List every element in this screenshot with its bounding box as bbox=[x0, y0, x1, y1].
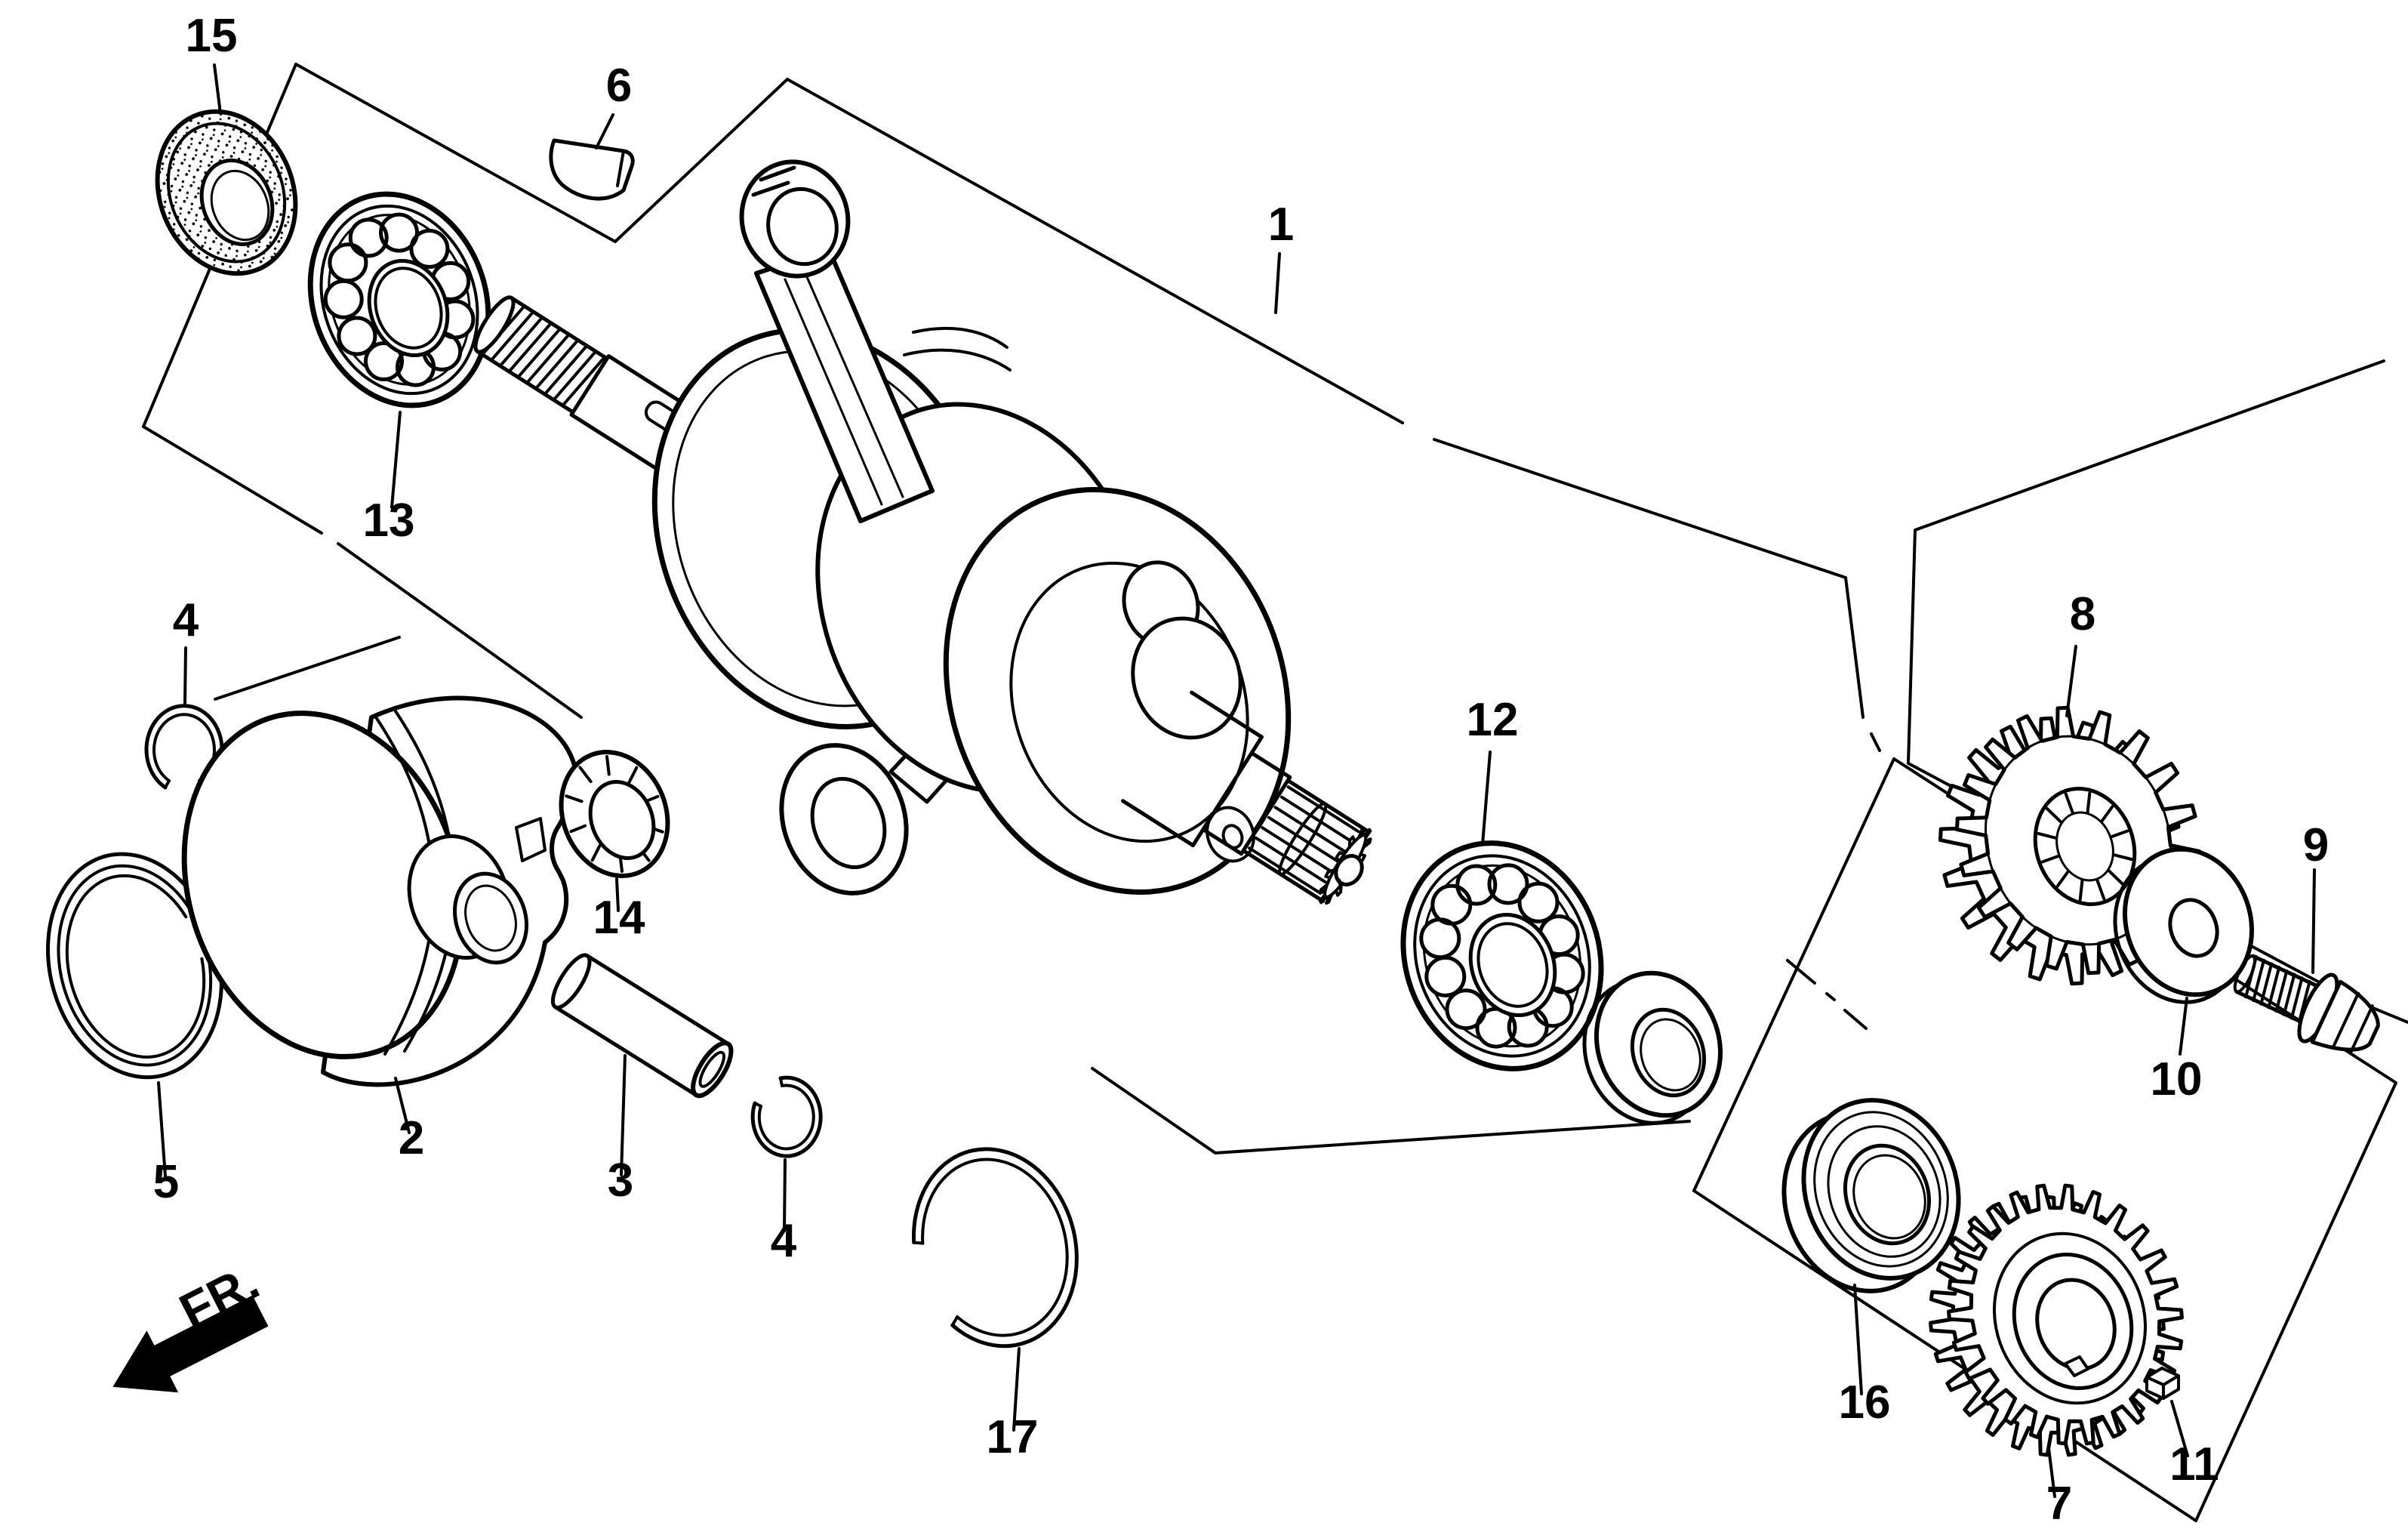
part-label-3: 3 bbox=[608, 1154, 633, 1207]
part-1-crankshaft-assembly bbox=[473, 159, 1372, 905]
part-label-13: 13 bbox=[363, 495, 415, 547]
part-label-2: 2 bbox=[399, 1112, 424, 1164]
part-6-woodruff-key bbox=[549, 138, 635, 201]
part-label-7: 7 bbox=[2046, 1478, 2072, 1529]
flywheel-right bbox=[943, 487, 1292, 895]
part-label-15: 15 bbox=[186, 10, 238, 62]
part-label-14: 14 bbox=[593, 892, 645, 944]
part-label-1: 1 bbox=[1268, 199, 1294, 251]
part-11-key bbox=[2145, 1367, 2180, 1400]
connecting-rod bbox=[739, 159, 935, 523]
part-9-flange-bolt bbox=[2233, 954, 2380, 1053]
group-box-crankshaft-right bbox=[1844, 576, 1881, 752]
part-16-collar bbox=[1781, 1098, 1961, 1293]
part-label-5: 5 bbox=[153, 1156, 179, 1208]
fr-arrow-icon bbox=[112, 1295, 269, 1393]
part-label-11: 11 bbox=[2169, 1438, 2219, 1490]
part-14-needle-bearing bbox=[559, 750, 670, 878]
part-label-4-upper: 4 bbox=[173, 594, 199, 646]
part-label-16: 16 bbox=[1839, 1376, 1891, 1429]
part-12-ball-bearing bbox=[1400, 840, 1604, 1071]
part-2-piston bbox=[181, 695, 579, 1087]
part-label-17: 17 bbox=[987, 1411, 1039, 1463]
part-4-circlip-lower bbox=[750, 1075, 823, 1158]
part-label-12: 12 bbox=[1467, 694, 1519, 746]
part-label-10: 10 bbox=[2151, 1053, 2203, 1105]
left-shaft-threads bbox=[482, 305, 605, 406]
spacer-ring bbox=[1582, 970, 1723, 1125]
right-shaft-spline-teeth bbox=[1248, 785, 1360, 895]
part-3-piston-pin bbox=[550, 953, 734, 1099]
part-17-set-ring bbox=[911, 1147, 1079, 1349]
part-label-6: 6 bbox=[606, 60, 632, 112]
part-7-gear bbox=[1929, 1183, 2184, 1457]
group-line-piston bbox=[214, 636, 401, 701]
part-label-8: 8 bbox=[2070, 588, 2095, 640]
leader-lines bbox=[157, 63, 2316, 1498]
part-label-9: 9 bbox=[2303, 819, 2329, 871]
gear8-spline-bore bbox=[2037, 791, 2133, 902]
part-labels: 15 13 6 1 4 5 2 14 3 4 17 12 8 9 10 16 7… bbox=[153, 10, 2329, 1529]
group-box-crankshaft-bottom bbox=[142, 425, 1691, 1154]
group-box-crankshaft-top bbox=[786, 78, 1847, 579]
part-15-oil-seal bbox=[155, 109, 298, 276]
gear7-keyway bbox=[2064, 1355, 2089, 1377]
part-13-ball-bearing bbox=[307, 191, 491, 408]
fr-direction-marker: FR. bbox=[112, 1253, 269, 1393]
bolt-threads bbox=[2244, 955, 2311, 1024]
part-label-4-lower: 4 bbox=[771, 1215, 797, 1267]
dash-dot-connectors bbox=[193, 225, 1868, 1030]
crankshaft-right-shaft bbox=[1121, 690, 1372, 905]
part-10-washer bbox=[2113, 846, 2255, 1004]
conrod-small-end bbox=[739, 159, 851, 279]
